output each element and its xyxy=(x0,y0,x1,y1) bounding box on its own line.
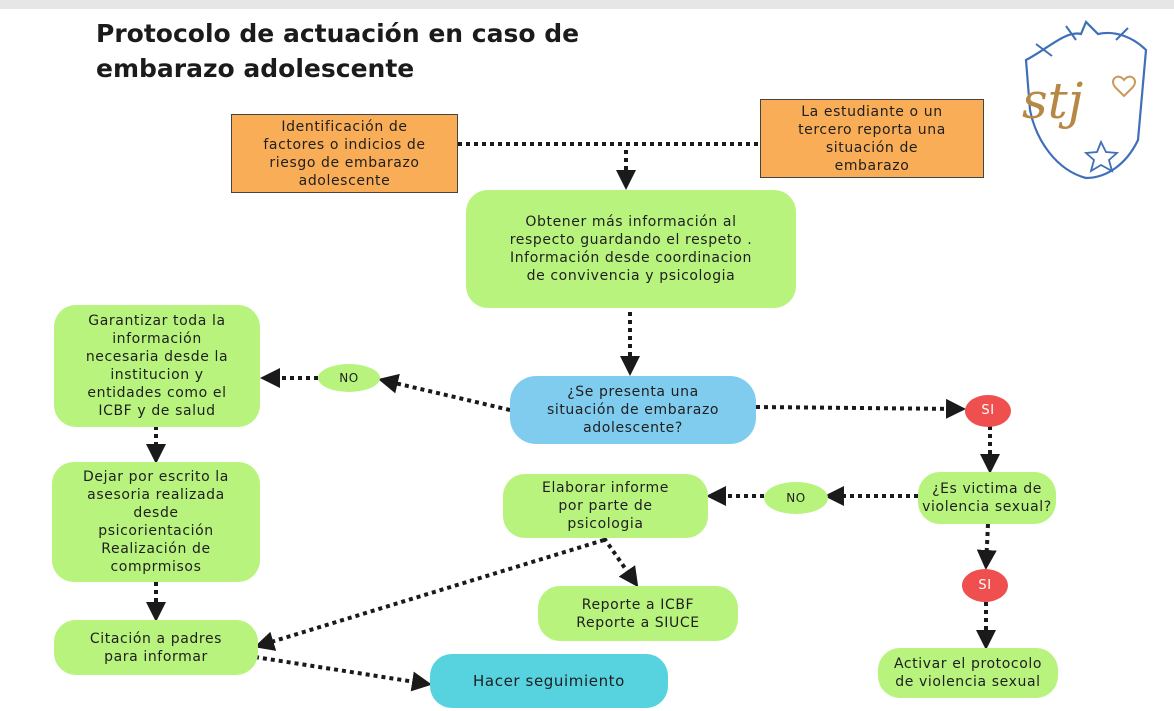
node-dejar-por-escrito: Dejar por escrito la asesoria realizada … xyxy=(52,462,260,582)
title-line-2: embarazo adolescente xyxy=(96,54,415,83)
arrow-to-si-1 xyxy=(755,398,966,419)
label-no-1: NO xyxy=(318,364,380,392)
page-title: Protocolo de actuación en caso de embara… xyxy=(96,16,656,86)
node-reporte-icbf: Reporte a ICBF Reporte a SIUCE xyxy=(538,586,738,641)
node-elaborar-informe: Elaborar informe por parte de psicologia xyxy=(503,474,708,538)
logo-text: stj xyxy=(1022,72,1083,130)
node-garantizar-informacion: Garantizar toda la información necesaria… xyxy=(54,305,260,427)
arrow-to-no-1 xyxy=(378,373,511,412)
school-crest-logo: stj xyxy=(1022,20,1148,180)
node-hacer-seguimiento: Hacer seguimiento xyxy=(430,654,668,708)
title-line-1: Protocolo de actuación en caso de xyxy=(96,19,580,48)
label-si-2: SI xyxy=(962,569,1008,602)
node-reporte-estudiante: La estudiante o un tercero reporta una s… xyxy=(760,99,984,178)
arrow-to-reporte-icbf xyxy=(602,536,639,588)
arrow-to-si-2 xyxy=(976,523,997,570)
node-activar-protocolo: Activar el protocolo de violencia sexual xyxy=(878,648,1058,698)
label-no-2: NO xyxy=(764,482,828,514)
node-citacion-padres: Citación a padres para informar xyxy=(54,620,258,675)
node-identificacion: Identificación de factores o indicios de… xyxy=(231,114,458,193)
label-si-1: SI xyxy=(965,395,1011,427)
top-bar xyxy=(0,0,1174,9)
node-obtener-informacion: Obtener más información al respecto guar… xyxy=(466,190,796,308)
node-pregunta-embarazo: ¿Se presenta una situación de embarazo a… xyxy=(510,376,756,444)
node-pregunta-violencia: ¿Es victima de violencia sexual? xyxy=(918,472,1056,524)
arrow-to-seguimiento xyxy=(254,655,432,692)
